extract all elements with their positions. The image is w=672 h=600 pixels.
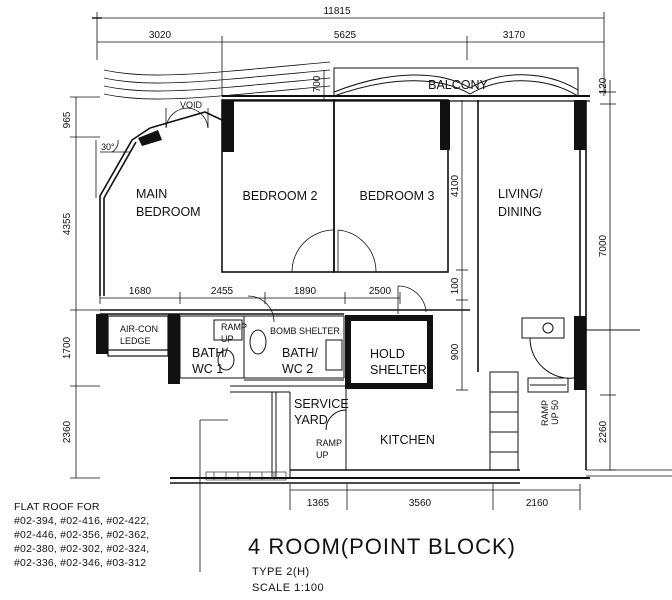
dim-inner-1: 4100 — [450, 174, 461, 197]
dim-inner-2: 100 — [450, 277, 461, 294]
service-yard-label-2: YARD — [294, 413, 328, 427]
bottom-dimensions — [289, 484, 581, 510]
balcony-label: BALCONY — [428, 78, 488, 92]
angle-label: 30° — [101, 142, 115, 152]
ramp-up-b-1: RAMP — [316, 438, 342, 448]
dim-top-2: 5625 — [334, 30, 357, 41]
aircon-label-1: AIR-CON — [120, 324, 158, 334]
void-curves — [103, 61, 331, 100]
mid-dimensions — [99, 292, 401, 304]
service-yard-label-1: SERVICE — [294, 397, 349, 411]
bedroom3-label: BEDROOM 3 — [359, 189, 434, 203]
dim-left-2: 4355 — [62, 212, 73, 235]
dim-right-1: 120 — [598, 77, 609, 94]
walls — [99, 99, 590, 484]
void-door — [165, 107, 209, 129]
bath2 — [243, 315, 345, 381]
dim-inner-3: 900 — [450, 343, 461, 360]
dim-mid-3: 1890 — [294, 286, 317, 297]
main-bedroom-label-1: MAIN — [136, 187, 167, 201]
angle-marker — [95, 139, 130, 198]
dim-bottom-3: 2160 — [526, 498, 549, 509]
note-leader — [199, 419, 228, 572]
service-yard — [230, 385, 347, 478]
dim-top-3: 3170 — [503, 30, 526, 41]
flat-roof-line-3: #02-446, #02-356, #02-362, — [14, 529, 150, 541]
living-lower — [489, 317, 640, 471]
void-label: VOID — [180, 100, 203, 110]
kitchen-label: KITCHEN — [380, 433, 435, 447]
bath2-label-1: BATH/ — [282, 346, 318, 360]
bedroom-doors — [247, 229, 427, 323]
living-label-2: DINING — [498, 205, 542, 219]
plan-title: 4 ROOM(POINT BLOCK) — [248, 534, 516, 559]
dim-left-1: 965 — [62, 111, 73, 128]
flat-roof-line-5: #02-336, #02-346, #03-312 — [14, 557, 147, 569]
dim-top-1: 3020 — [149, 30, 172, 41]
dim-left-3: 1700 — [62, 336, 73, 359]
plan-type: TYPE 2(H) — [252, 566, 310, 578]
bath1-label-2: WC 1 — [192, 362, 223, 376]
balcony — [222, 67, 590, 102]
ramp-up-a-2: UP — [221, 334, 234, 344]
bath2-label-2: WC 2 — [282, 362, 313, 376]
ramp-up-b-2: UP — [316, 450, 329, 460]
dim-inner-top: 700 — [312, 75, 323, 92]
dim-right-3: 2260 — [598, 420, 609, 443]
hold-shelter-label-1: HOLD — [370, 347, 405, 361]
bath1-label-1: BATH/ — [192, 346, 228, 360]
right-exterior-lines — [586, 469, 672, 477]
columns — [96, 100, 586, 390]
bedroom2-label: BEDROOM 2 — [242, 189, 317, 203]
flat-roof-line-1: FLAT ROOF FOR — [14, 501, 100, 513]
left-dimensions — [70, 96, 100, 479]
flat-roof-line-2: #02-394, #02-416, #02-422, — [14, 515, 150, 527]
flat-roof-line-4: #02-380, #02-302, #02-324, — [14, 543, 150, 555]
top-dimensions — [92, 12, 605, 96]
dim-left-4: 2360 — [62, 420, 73, 443]
services-hatch — [205, 471, 287, 481]
ramp-up-c-2: UP 50 — [550, 400, 560, 425]
dim-bottom-2: 3560 — [409, 498, 432, 509]
ramp-up-c-1: RAMP — [540, 400, 550, 426]
dim-right-2: 7000 — [598, 234, 609, 257]
dim-mid-1: 1680 — [129, 286, 152, 297]
main-bedroom-label-2: BEDROOM — [136, 205, 201, 219]
living-label-1: LIVING/ — [498, 187, 543, 201]
aircon-label-2: LEDGE — [120, 336, 151, 346]
flat-roof-note: FLAT ROOF FOR #02-394, #02-416, #02-422,… — [14, 500, 149, 570]
dim-bottom-1: 1365 — [307, 498, 330, 509]
hold-shelter-label-2: SHELTER — [370, 363, 427, 377]
aircon-ledge — [107, 315, 169, 357]
ramp-up-a-1: RAMP — [221, 322, 247, 332]
right-dimensions — [600, 80, 616, 471]
dim-mid-4: 2500 — [369, 286, 392, 297]
bomb-shelter-label: BOMB SHELTER — [270, 326, 340, 336]
dim-mid-2: 2455 — [211, 286, 234, 297]
hold-shelter — [345, 315, 433, 389]
plan-scale: SCALE 1:100 — [252, 582, 325, 594]
dim-overall: 11815 — [323, 6, 351, 17]
